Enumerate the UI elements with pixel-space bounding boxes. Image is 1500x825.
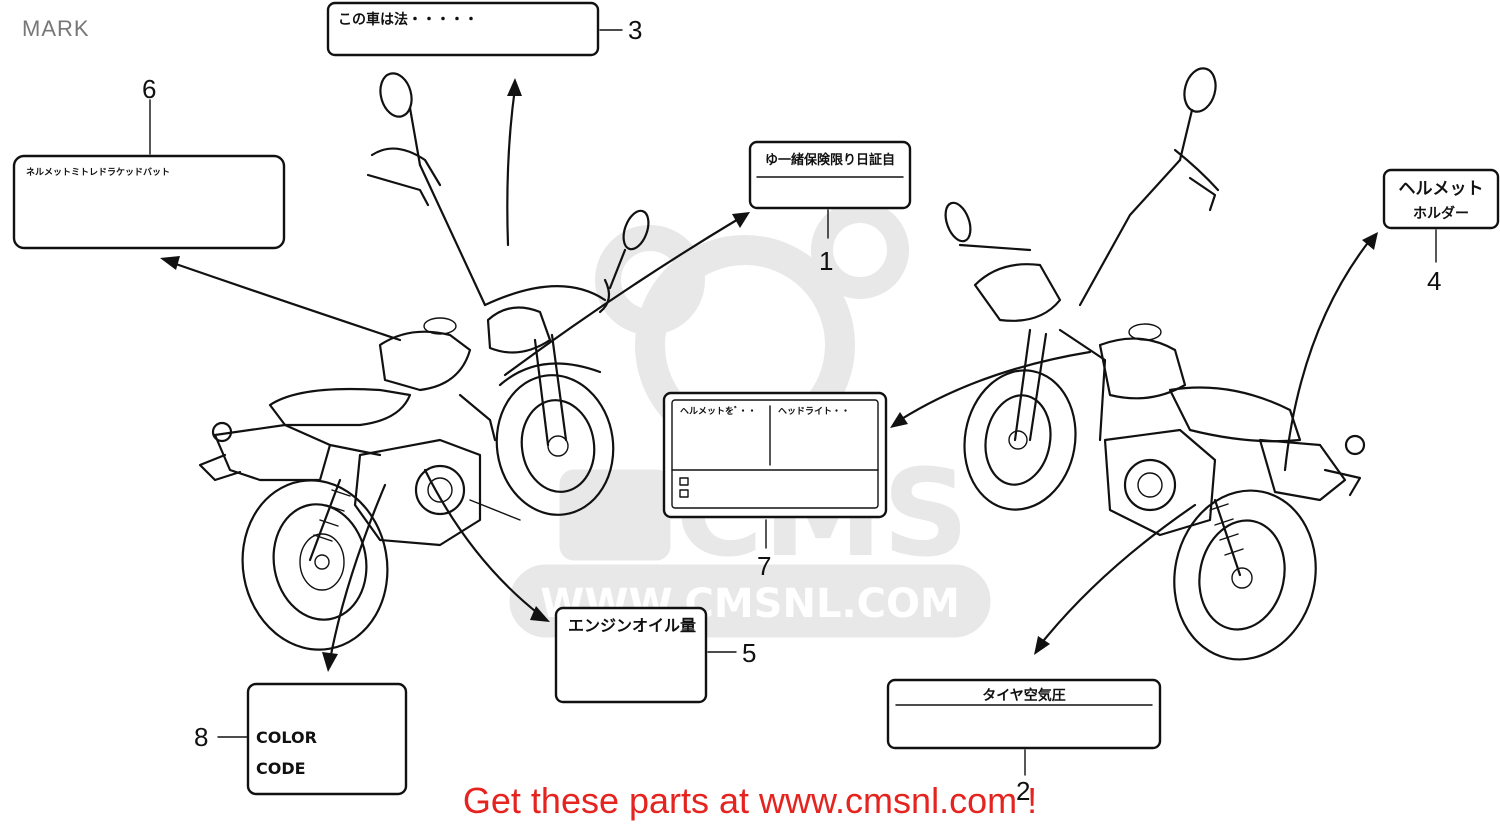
label-8-text-line1: COLOR: [256, 728, 317, 747]
label-5: エンジンオイル量 5: [554, 606, 756, 704]
motorcycle-left-illustration: [198, 72, 650, 651]
callout-3: 3: [628, 15, 642, 45]
label-6-text: ネルメットミトレドラケッドバット: [26, 167, 170, 178]
label-8-text-line2: CODE: [256, 759, 306, 778]
callout-1: 1: [819, 246, 833, 276]
label-2-text: タイヤ空気圧: [982, 687, 1066, 704]
label-3-text: この車は法・・・・・: [338, 11, 478, 28]
label-2: タイヤ空気圧 2: [886, 678, 1162, 806]
page-title: MARK: [22, 16, 90, 41]
label-7-text-right: ヘッドライト・・: [778, 406, 850, 417]
label-6: ネルメットミトレドラケッドバット 6: [12, 74, 286, 250]
callout-5: 5: [742, 638, 756, 668]
label-5-text: エンジンオイル量: [568, 616, 696, 635]
callout-7: 7: [757, 551, 771, 581]
footer-parts-link[interactable]: Get these parts at www.cmsnl.com !: [462, 780, 1038, 821]
callout-6: 6: [142, 74, 156, 104]
label-4-text-line2: ホルダー: [1413, 205, 1469, 222]
label-1-text: ゆ一緒保険限り日証自: [765, 152, 895, 168]
label-8: COLOR CODE 8: [194, 682, 408, 796]
label-3: この車は法・・・・・ 3: [326, 1, 642, 57]
label-1: ゆ一緒保険限り日証自 1: [748, 140, 912, 276]
label-4: ヘルメット ホルダー 4: [1382, 168, 1500, 296]
motorcycle-right-illustration: [944, 67, 1366, 661]
label-4-text-line1: ヘルメット: [1399, 179, 1484, 199]
label-7-text-left: ヘルメットをﾞ・・: [680, 405, 757, 417]
label-7: ヘルメットをﾞ・・ ヘッドライト・・ 7: [662, 391, 888, 581]
callout-2: 2: [1016, 776, 1030, 806]
leader-arrows: [160, 78, 1378, 672]
callout-8: 8: [194, 722, 208, 752]
callout-4: 4: [1427, 266, 1441, 296]
